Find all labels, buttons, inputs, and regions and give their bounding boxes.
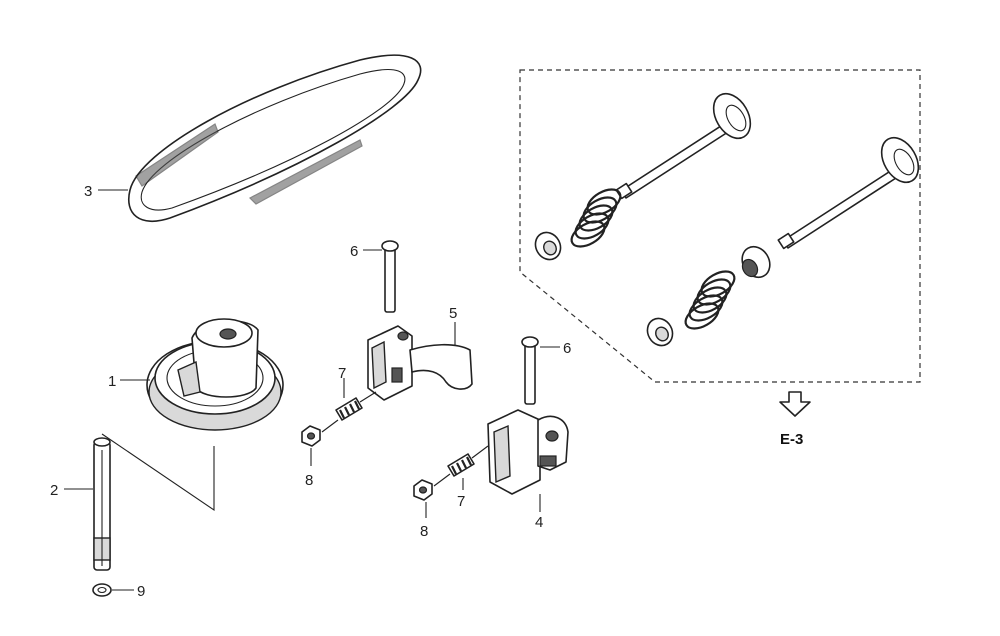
callout-8b: 8 bbox=[420, 523, 428, 540]
callout-1: 1 bbox=[108, 373, 116, 390]
guide-8b bbox=[433, 473, 451, 487]
valve-assembly-frame bbox=[519, 69, 921, 383]
rocker-shaft-upper bbox=[381, 240, 399, 313]
down-arrow-icon bbox=[779, 391, 811, 417]
valve-rotator bbox=[741, 245, 771, 279]
callout-5: 5 bbox=[449, 305, 457, 322]
callout-8a: 8 bbox=[305, 472, 313, 489]
camshaft-pulley bbox=[146, 318, 284, 431]
reference-label: E-3 bbox=[780, 431, 803, 448]
callout-6a: 6 bbox=[350, 243, 358, 260]
callout-7a: 7 bbox=[338, 365, 346, 382]
callout-3: 3 bbox=[84, 183, 92, 200]
rocker-arm-intake bbox=[487, 409, 569, 495]
valve-lower bbox=[777, 136, 920, 250]
rocker-shaft-lower bbox=[521, 336, 539, 405]
callout-4: 4 bbox=[535, 514, 543, 531]
lock-nut-upper bbox=[301, 425, 321, 447]
assembly-guide-line bbox=[101, 433, 215, 512]
callout-2: 2 bbox=[50, 482, 58, 499]
valve-upper bbox=[615, 92, 752, 200]
lock-nut-lower bbox=[413, 479, 433, 501]
adjusting-screw-lower bbox=[447, 453, 475, 477]
callout-6b: 6 bbox=[563, 340, 571, 357]
guide-7b bbox=[471, 445, 489, 459]
spring-retainer-lower bbox=[646, 317, 674, 347]
timing-belt bbox=[128, 54, 422, 223]
spring-retainer-upper bbox=[534, 231, 562, 261]
camshaft bbox=[93, 437, 111, 571]
rocker-arm-exhaust bbox=[367, 325, 473, 401]
guide-7a bbox=[359, 391, 377, 403]
callout-9: 9 bbox=[137, 583, 145, 600]
washer bbox=[92, 583, 112, 597]
adjusting-screw-upper bbox=[335, 397, 363, 421]
callout-7b: 7 bbox=[457, 493, 465, 510]
valve-spring-lower bbox=[684, 270, 736, 330]
valve-spring-upper bbox=[570, 188, 622, 248]
guide-8a bbox=[321, 419, 339, 433]
